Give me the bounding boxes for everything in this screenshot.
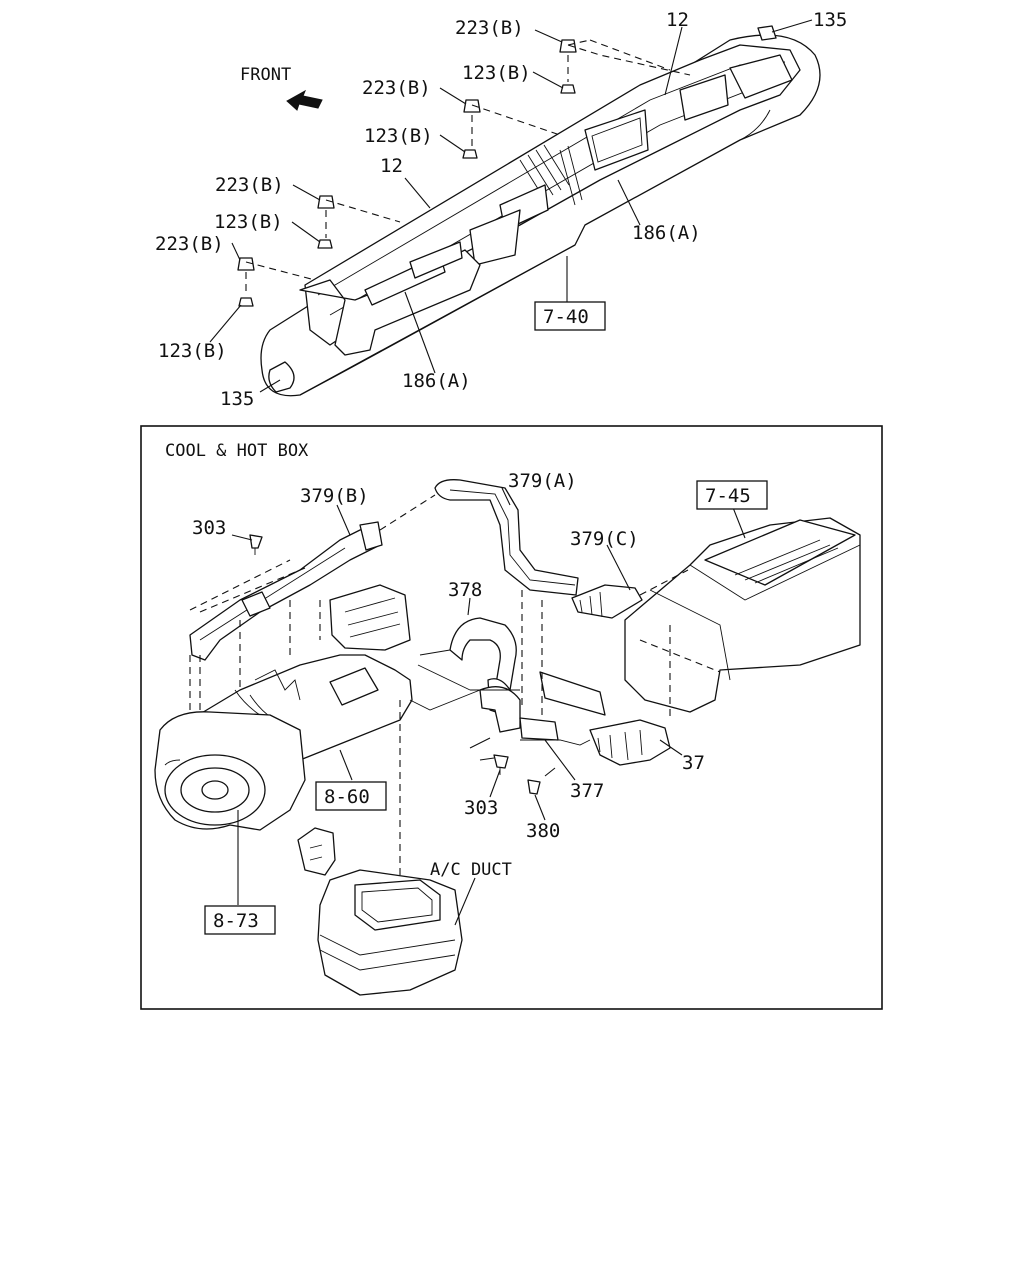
- label-outlet-186a-right: 186(A): [632, 222, 701, 244]
- nut-223b-icon: [317, 195, 335, 209]
- ref-label-7-45: 7-45: [705, 485, 751, 507]
- label-nut-223b-3: 223(B): [215, 174, 284, 196]
- label-outlet-186a-left: 186(A): [402, 370, 471, 392]
- label-duct-12-mid: 12: [380, 155, 403, 177]
- clip-123b-icon: [560, 84, 576, 94]
- duct-379c: [571, 569, 689, 619]
- cool-hot-box-frame: [140, 425, 883, 1010]
- screw-303-icon: [493, 754, 509, 769]
- clip-123b-icon: [238, 297, 254, 307]
- label-nut-223b-4: 223(B): [155, 233, 224, 255]
- screw-303-icon: [249, 534, 263, 549]
- label-cap-135-top: 135: [813, 9, 847, 31]
- front-label: FRONT: [240, 65, 291, 85]
- duct-379a: [379, 479, 579, 596]
- label-bracket-377: 377: [570, 780, 604, 802]
- top-fasteners: [237, 39, 691, 307]
- top-labels: 223(B) 123(B) 223(B) 123(B) 223(B) 123(B…: [155, 9, 847, 410]
- clip-123b-icon: [462, 149, 478, 159]
- cool-hot-box-leader-lines: [231, 487, 746, 926]
- label-nut-223b-2: 223(B): [362, 77, 431, 99]
- label-screw-303-mid: 303: [464, 797, 498, 819]
- ref-box-8-73: [204, 905, 276, 935]
- ref-box-7-45: [696, 480, 768, 510]
- clip-123b-icon: [317, 239, 333, 249]
- duct-379b: [189, 521, 383, 661]
- blower-unit: [154, 711, 306, 831]
- ref-label-8-73: 8-73: [213, 910, 259, 932]
- label-screw-303-left: 303: [192, 517, 226, 539]
- mid-ducts: [409, 590, 671, 766]
- nut-223b-icon: [463, 99, 481, 113]
- label-clip-123b-4: 123(B): [158, 340, 227, 362]
- nut-223b-icon: [559, 39, 577, 53]
- label-hose-378: 378: [448, 579, 482, 601]
- label-duct-12-top: 12: [666, 9, 689, 31]
- label-duct-379c: 379(C): [570, 528, 639, 550]
- label-ac-duct: A/C DUCT: [430, 860, 512, 880]
- label-clip-123b-3: 123(B): [214, 211, 283, 233]
- ref-box-8-60: [315, 781, 387, 811]
- ref-label-7-40: 7-40: [543, 306, 589, 328]
- label-cap-135-bottom: 135: [220, 388, 254, 410]
- label-duct-379a: 379(A): [508, 470, 577, 492]
- defroster-duct-12: [268, 25, 801, 393]
- label-duct-379b: 379(B): [300, 485, 369, 507]
- front-arrow-icon: [286, 89, 323, 111]
- console-assembly: [624, 517, 861, 713]
- top-leader-lines: [209, 19, 813, 393]
- label-clip-123b-1: 123(B): [462, 62, 531, 84]
- front-indicator: FRONT: [240, 65, 323, 111]
- ref-box-7-40: [534, 301, 606, 331]
- label-connector-37: 37: [682, 752, 705, 774]
- ac-duct: [297, 700, 463, 996]
- cool-hot-box-labels: 379(B) 379(A) 379(C) 378 303 303 377 380…: [192, 470, 768, 935]
- label-clip-123b-2: 123(B): [364, 125, 433, 147]
- label-clip-380: 380: [526, 820, 560, 842]
- ref-label-8-60: 8-60: [324, 786, 370, 808]
- section-title: COOL & HOT BOX: [165, 441, 309, 461]
- label-nut-223b-1: 223(B): [455, 17, 524, 39]
- clip-380-icon: [527, 779, 541, 795]
- nut-223b-icon: [237, 257, 255, 271]
